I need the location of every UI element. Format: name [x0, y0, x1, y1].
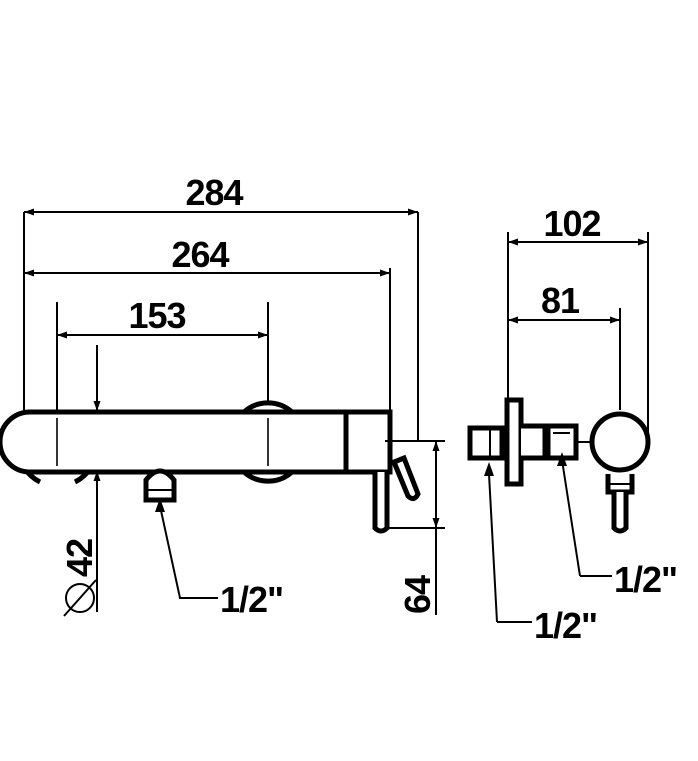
wall-plate: [504, 397, 524, 487]
top-thread-leader: [561, 459, 581, 577]
dim-label-284: 284: [185, 172, 243, 213]
outlet-leader-arrow: [155, 498, 165, 512]
diameter-label-group: 42: [59, 539, 100, 617]
dim-label-102: 102: [543, 203, 600, 244]
outlet-leader: [159, 505, 218, 599]
wall-connector: [467, 425, 505, 461]
bottom-thread-leader: [488, 473, 498, 623]
eccentric-neck: [521, 423, 548, 461]
mixer-body-side: [589, 411, 651, 473]
outlet-nozzle: [143, 468, 177, 503]
dim-label-153: 153: [128, 295, 185, 336]
side-lever: [611, 492, 629, 534]
bottom-thread-leader-arrow: [484, 462, 494, 476]
bottom-thread-label: 1/2": [534, 605, 597, 646]
side-view: 102 81 1/2" 1/2": [467, 203, 678, 646]
dim-label-81: 81: [541, 280, 580, 321]
diameter-symbol-slash: [63, 579, 97, 617]
dim-label-264: 264: [171, 234, 229, 275]
mixer-body: [0, 409, 349, 475]
outlet-thread-label: 1/2": [220, 579, 283, 620]
lever-handle-alt: [390, 454, 421, 502]
front-view: 284 264 153 1/2": [0, 172, 445, 620]
top-thread-leader-arrow: [557, 452, 567, 466]
top-thread-label: 1/2": [614, 559, 677, 600]
dim-label-42: 42: [59, 539, 100, 577]
dim-label-64: 64: [397, 575, 438, 614]
lever-housing: [343, 409, 393, 475]
diameter-symbol-circle: [65, 583, 95, 613]
lever-handle: [372, 472, 390, 534]
